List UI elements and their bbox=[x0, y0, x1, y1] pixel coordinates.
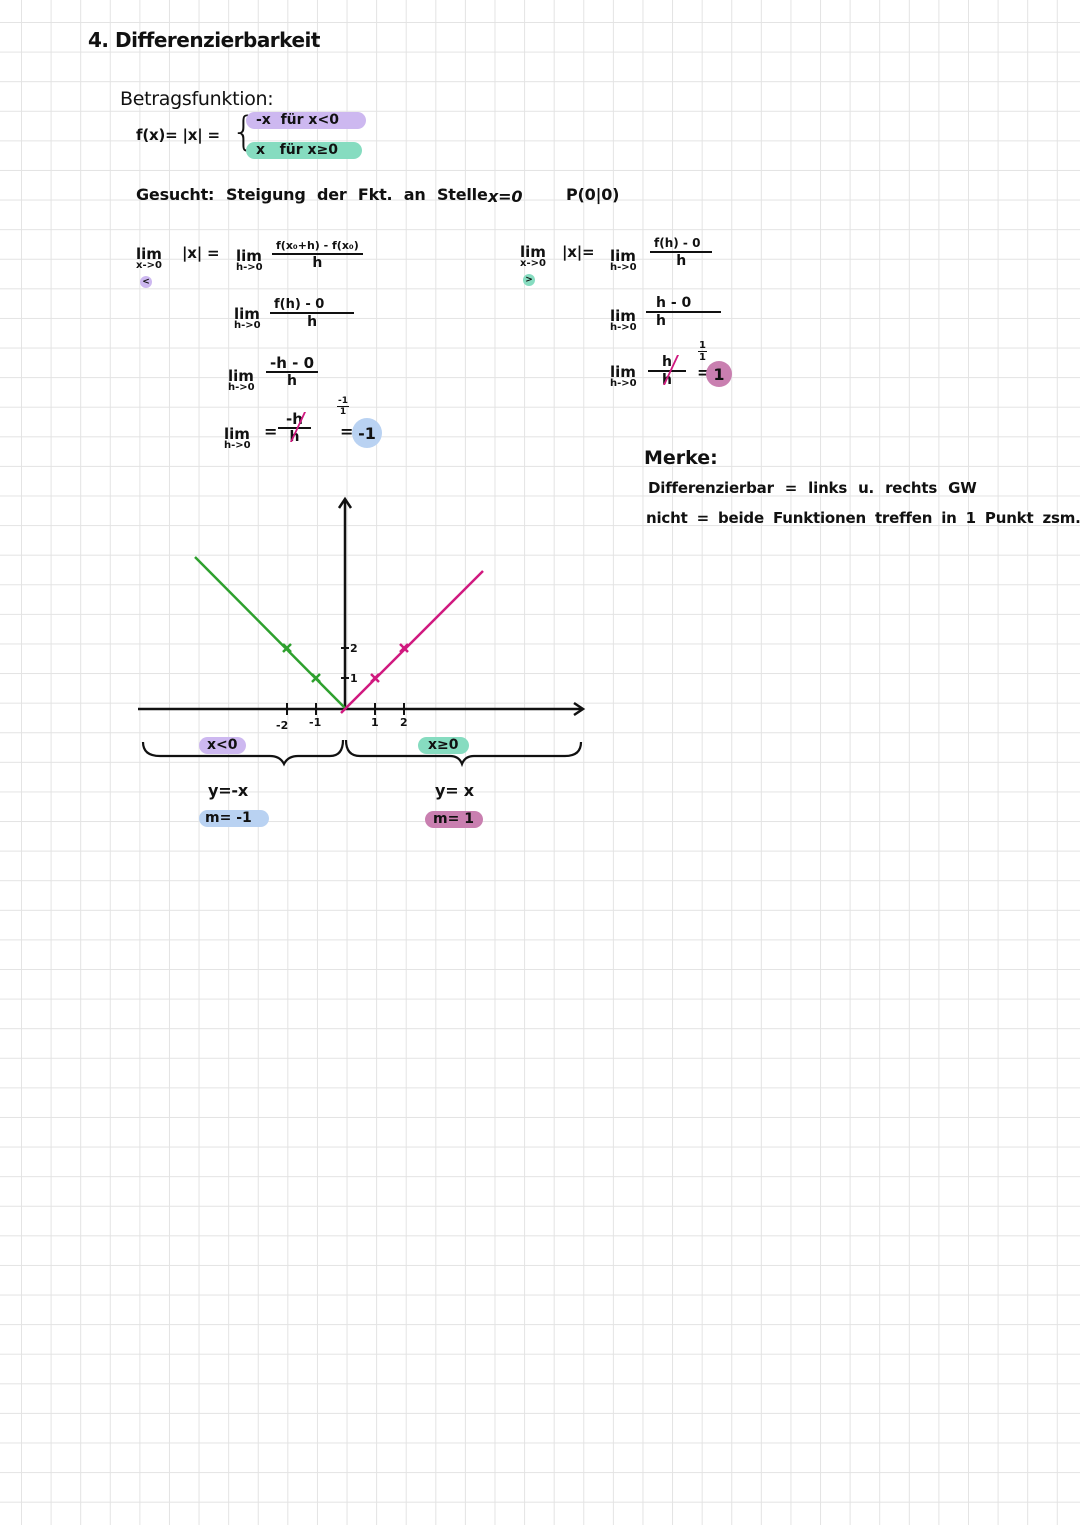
green-point-markers bbox=[282, 643, 321, 683]
left-step-3-lim: lim h->0 bbox=[228, 367, 255, 394]
left-result-circle: -1 bbox=[352, 418, 382, 448]
section-heading: 4. Differenzierbarkeit bbox=[88, 28, 320, 52]
tick-label-2: 2 bbox=[400, 716, 408, 729]
right-side-marker: > bbox=[523, 274, 535, 286]
right-limit-head: lim x->0 bbox=[520, 243, 546, 270]
left-step-4-equals: = bbox=[264, 422, 278, 441]
right-step-1-fraction: f(h) - 0 h bbox=[650, 236, 713, 269]
left-abs-expr: |x| = bbox=[182, 244, 220, 262]
ytick-label-2: 2 bbox=[350, 642, 358, 655]
left-brace bbox=[141, 739, 345, 767]
case-positive: x für x≥0 bbox=[246, 142, 362, 159]
task-label: Gesucht: bbox=[136, 185, 215, 204]
right-step-3-lim: lim h->0 bbox=[610, 363, 637, 390]
right-brace bbox=[344, 739, 583, 768]
right-step-2-lim: lim h->0 bbox=[610, 307, 637, 334]
left-step-4-fraction: -h h bbox=[278, 412, 311, 445]
tick-label-neg2: -2 bbox=[276, 719, 289, 732]
right-step-3-fraction: h h bbox=[648, 355, 686, 388]
line-positive-x bbox=[340, 570, 484, 714]
left-step-1-fraction: f(x₀+h) - f(x₀) h bbox=[272, 238, 363, 271]
definition-label: Betragsfunktion: bbox=[120, 88, 274, 110]
left-step-4-lim: lim h->0 bbox=[224, 425, 251, 452]
left-step-2-lim: lim h->0 bbox=[234, 305, 261, 332]
equation-right: y= x bbox=[435, 781, 474, 800]
left-result-equals: = bbox=[340, 422, 354, 441]
tick-label-neg1: -1 bbox=[309, 716, 322, 729]
x-axis-arrow-icon bbox=[573, 701, 586, 717]
line-negative-x bbox=[194, 556, 346, 709]
section-title: Differenzierbarkeit bbox=[114, 28, 320, 52]
note-line-2: nicht = beide Funktionen treffen in 1 Pu… bbox=[646, 509, 1080, 527]
case-negative: -x für x<0 bbox=[246, 112, 366, 129]
region-label-left: x<0 bbox=[199, 737, 246, 754]
section-number: 4. bbox=[88, 28, 109, 52]
left-side-marker: < bbox=[140, 276, 152, 288]
region-label-right: x≥0 bbox=[418, 737, 469, 754]
left-step-1-lim: lim h->0 bbox=[236, 247, 263, 274]
task-point-x: x=0 bbox=[488, 187, 523, 206]
right-step-1-lim: lim h->0 bbox=[610, 247, 637, 274]
right-abs-expr: |x|= bbox=[562, 243, 595, 261]
definition-lhs: f(x)= |x| = bbox=[136, 126, 220, 144]
left-step-3-fraction: -h - 0 h bbox=[266, 356, 319, 389]
axis-ticks bbox=[286, 647, 405, 715]
tick-label-1: 1 bbox=[371, 716, 379, 729]
note-label: Merke: bbox=[644, 447, 718, 469]
left-limit-head: lim x->0 bbox=[136, 245, 162, 272]
slope-right: m= 1 bbox=[425, 811, 483, 828]
task-point: P(0|0) bbox=[566, 185, 620, 204]
right-side-fraction: 1 1 bbox=[698, 340, 707, 363]
slope-left: m= -1 bbox=[199, 810, 269, 827]
right-result-circle: 1 bbox=[706, 361, 732, 387]
y-axis-arrow-icon bbox=[337, 496, 353, 509]
left-side-fraction: -1 1 bbox=[337, 396, 349, 417]
note-line-1: Differenzierbar = links u. rechts GW bbox=[648, 479, 977, 497]
ytick-label-1: 1 bbox=[350, 672, 358, 685]
equation-left: y=-x bbox=[208, 781, 248, 800]
left-step-2-fraction: f(h) - 0 h bbox=[270, 297, 355, 330]
task-text: Steigung der Fkt. an Stelle bbox=[226, 185, 488, 204]
right-step-2-fraction: h - 0 h bbox=[646, 296, 722, 329]
magenta-point-markers bbox=[370, 643, 409, 683]
